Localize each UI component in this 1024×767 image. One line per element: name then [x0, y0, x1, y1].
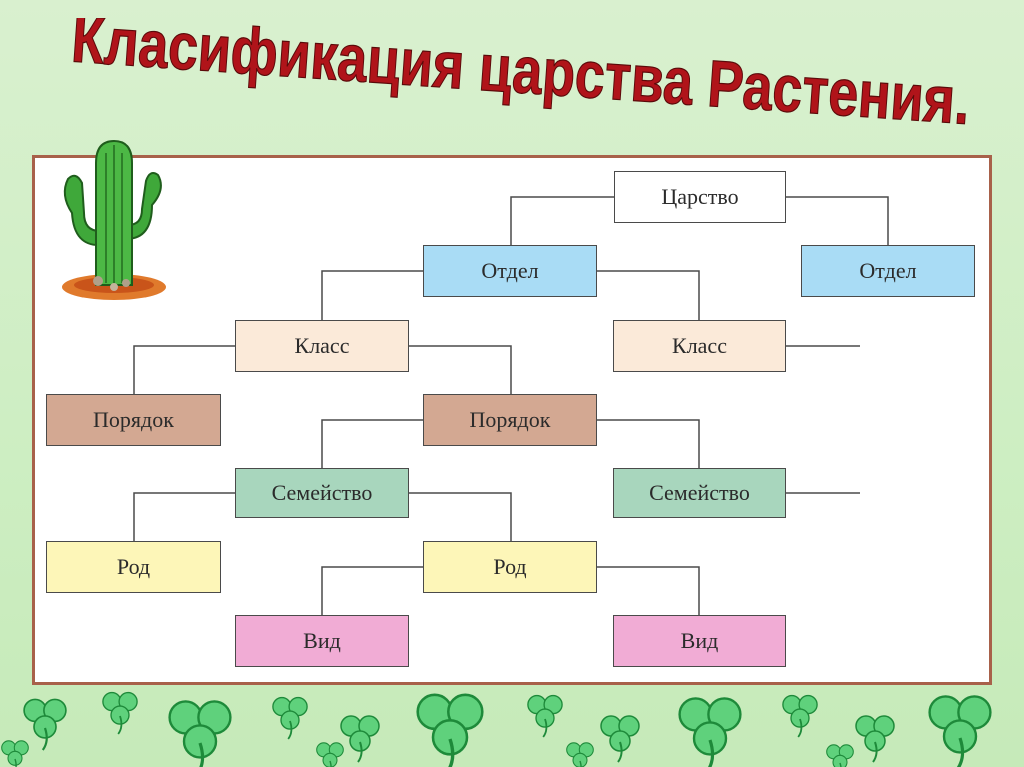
- family-box-left: Семейство: [235, 468, 409, 518]
- order-box-left: Порядок: [46, 394, 221, 446]
- clover-border: [1, 691, 993, 767]
- division-box-right: Отдел: [801, 245, 975, 297]
- family-box-right: Семейство: [613, 468, 786, 518]
- class-box-right: Класс: [613, 320, 786, 372]
- order-box-right: Порядок: [423, 394, 597, 446]
- species-box-right: Вид: [613, 615, 786, 667]
- kingdom-box: Царство: [614, 171, 786, 223]
- division-box-left: Отдел: [423, 245, 597, 297]
- class-box-left: Класс: [235, 320, 409, 372]
- cactus-icon: [62, 139, 166, 300]
- clover-icon: [1, 691, 993, 767]
- species-box-left: Вид: [235, 615, 409, 667]
- genus-box-right: Род: [423, 541, 597, 593]
- genus-box-left: Род: [46, 541, 221, 593]
- page-title: Класификация царства Растения.: [69, 18, 973, 139]
